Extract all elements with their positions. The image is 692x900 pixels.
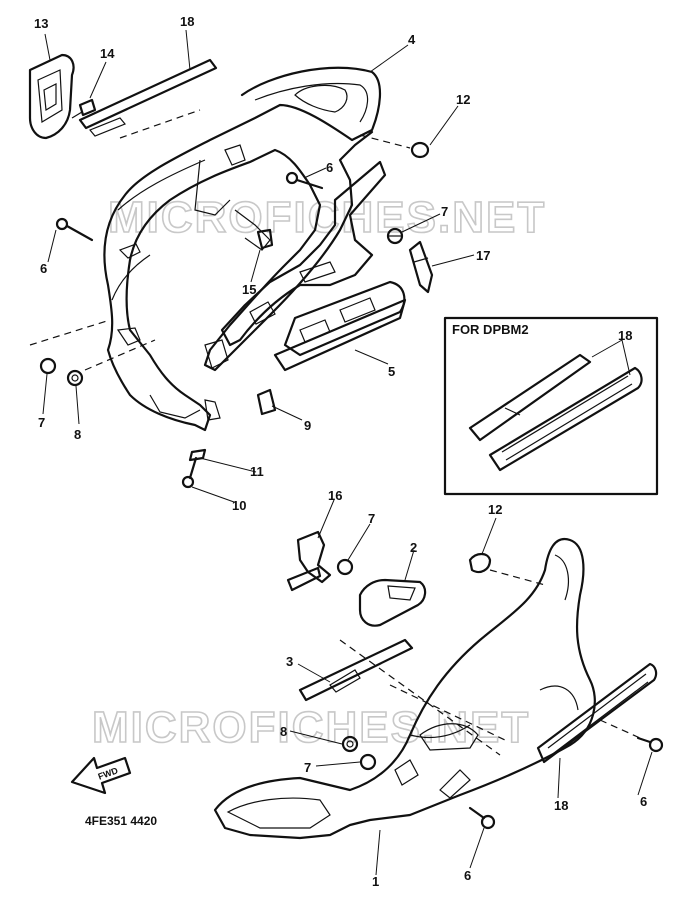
guide-line-lower-3: [489, 569, 546, 586]
nut-part-7-b: [336, 558, 354, 576]
callout-12-b: 12: [488, 502, 502, 517]
callout-2: 2: [410, 540, 417, 555]
decal-part-18-bottom: [536, 662, 658, 764]
callout-7-left: 7: [38, 415, 45, 430]
callout-16: 16: [328, 488, 342, 503]
watermark-bottom: MICROFICHES.NET: [92, 703, 530, 752]
slotted-bracket: [204, 160, 387, 369]
callout-1: 1: [372, 874, 379, 889]
callout-18-inset: 18: [618, 328, 632, 343]
callout-14: 14: [100, 46, 115, 61]
screw-part-6-bottom: [468, 806, 496, 830]
callout-7-b: 7: [368, 511, 375, 526]
bracket-part-13: [28, 53, 75, 140]
callout-5: 5: [388, 364, 395, 379]
strip-part-18-top: [78, 58, 218, 139]
bolt-part-11: [188, 448, 207, 480]
inset-frame: [443, 316, 659, 496]
nut-part-7-a: [386, 227, 404, 245]
callout-13: 13: [34, 16, 48, 31]
guide-line-lower-1: [339, 639, 501, 756]
clip-part-17: [408, 240, 434, 294]
callout-4: 4: [408, 32, 416, 47]
callout-18-top: 18: [180, 14, 194, 29]
callout-11: 11: [250, 464, 264, 479]
callout-12-top: 12: [456, 92, 470, 107]
screw-part-6-a: [285, 171, 324, 190]
callout-7-a: 7: [441, 204, 448, 219]
forward-arrow-icon: FWD: [70, 756, 132, 795]
callout-8-left: 8: [74, 427, 81, 442]
callout-3: 3: [286, 654, 293, 669]
screw-part-6-left: [55, 217, 94, 242]
callout-6-right: 6: [640, 794, 647, 809]
leader-lines: [42, 29, 653, 876]
nut-part-8-b: [341, 735, 359, 753]
callout-17: 17: [476, 248, 490, 263]
inset-title: FOR DPBM2: [452, 322, 529, 337]
nut-part-7-left: [39, 357, 57, 375]
bracket-part-2: [358, 578, 427, 627]
nut-part-12-b: [468, 552, 492, 574]
bolt-part-14: [71, 98, 97, 119]
fairing-panel-part-4: [103, 66, 382, 432]
under-cowl-part-1: [213, 537, 596, 840]
nut-part-8-left: [66, 369, 84, 387]
clip-part-16: [286, 530, 332, 592]
inset-decal: [488, 366, 643, 472]
callout-9: 9: [304, 418, 311, 433]
inset-strip: [468, 353, 592, 442]
callout-15: 15: [242, 282, 256, 297]
callout-6-left: 6: [40, 261, 47, 276]
guide-line-lower-4: [599, 719, 641, 739]
callout-7-c: 7: [304, 760, 311, 775]
guide-line-left: [29, 319, 111, 346]
nut-part-7-c: [359, 753, 377, 771]
clip-part-9: [256, 388, 277, 416]
guide-line-lower-2: [389, 684, 506, 741]
screw-part-6-right: [636, 736, 664, 753]
callout-8-b: 8: [280, 724, 287, 739]
clip-part-15: [256, 228, 274, 250]
strip-part-3: [298, 638, 414, 702]
watermark-top: MICROFICHES.NET: [108, 193, 546, 242]
guide-line-left-2: [84, 339, 156, 371]
washer-part-10: [181, 475, 195, 489]
diagram-code: 4FE351 4420: [85, 814, 157, 828]
callout-18-bottom: 18: [554, 798, 568, 813]
nut-part-12-top: [359, 134, 430, 159]
panel-part-5: [273, 280, 407, 372]
callout-10: 10: [232, 498, 246, 513]
callout-6-bottom: 6: [464, 868, 471, 883]
callout-6-a: 6: [326, 160, 333, 175]
